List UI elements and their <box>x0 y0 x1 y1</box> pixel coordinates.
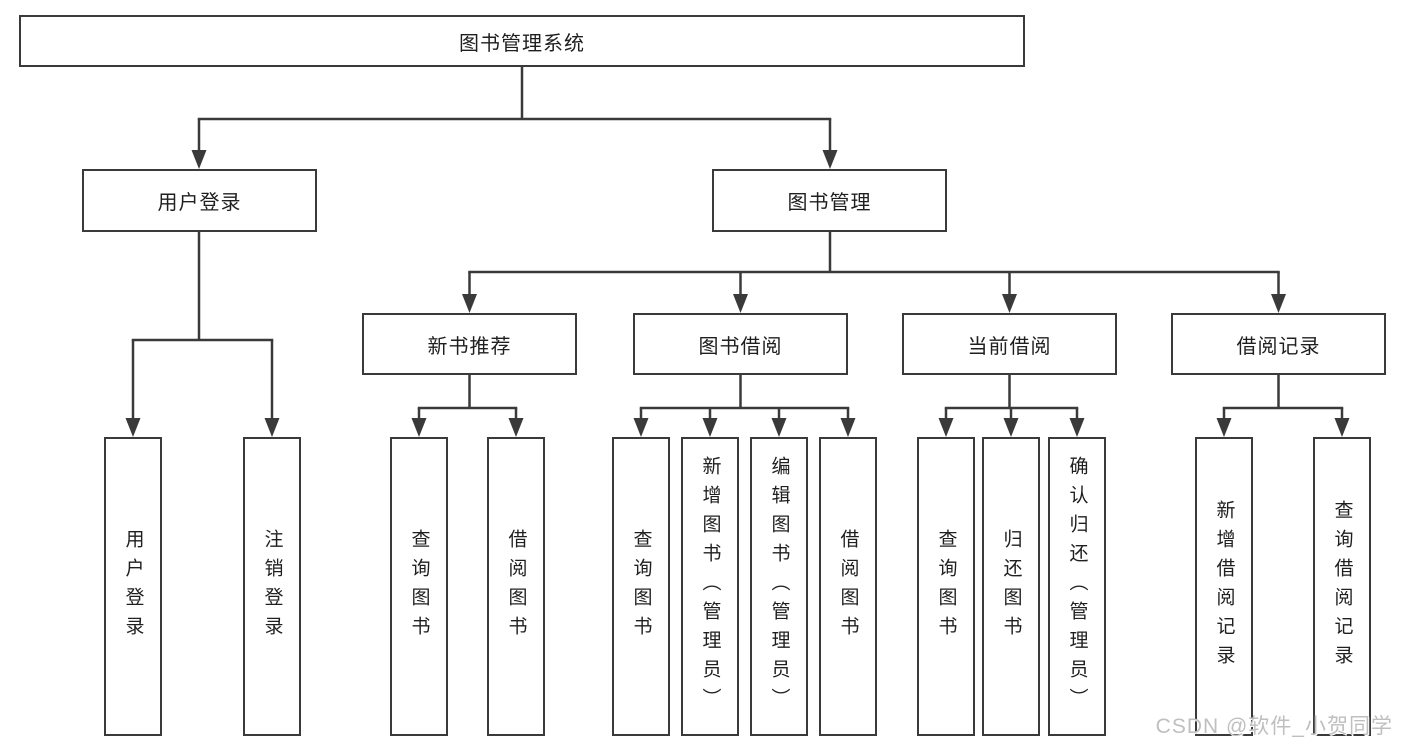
node-user-login: 用户登录 <box>82 169 317 232</box>
node-label: 新增图书（管理员） <box>699 456 721 717</box>
node-borrow-records: 借阅记录 <box>1171 313 1386 375</box>
node-label: 当前借阅 <box>967 335 1052 358</box>
leaf-query-books-borrowing: 查询图书 <box>612 437 670 736</box>
node-label: 用户登录 <box>157 192 242 214</box>
node-label: 确认归还（管理员） <box>1066 456 1088 717</box>
node-label: 借阅图书 <box>837 528 859 645</box>
leaf-logout: 注销登录 <box>243 437 301 736</box>
leaf-return-book: 归还图书 <box>982 437 1040 736</box>
leaf-confirm-return-admin: 确认归还（管理员） <box>1048 437 1106 736</box>
node-label: 图书管理系统 <box>459 32 585 55</box>
node-label: 注销登录 <box>261 528 283 645</box>
node-label: 新增借阅记录 <box>1213 499 1235 674</box>
leaf-query-borrow-record: 查询借阅记录 <box>1313 437 1371 736</box>
leaf-borrow-books-borrowing: 借阅图书 <box>819 437 877 736</box>
leaf-borrow-books-recommend: 借阅图书 <box>487 437 545 736</box>
node-label: 编辑图书（管理员） <box>768 456 790 717</box>
node-label: 查询图书 <box>935 528 957 645</box>
leaf-add-borrow-record: 新增借阅记录 <box>1195 437 1253 736</box>
node-library-management-system: 图书管理系统 <box>19 15 1025 67</box>
node-label: 查询图书 <box>408 528 430 645</box>
leaf-edit-book-admin: 编辑图书（管理员） <box>750 437 808 736</box>
node-label: 图书借阅 <box>698 335 783 358</box>
leaf-query-books-current: 查询图书 <box>917 437 975 736</box>
leaf-user-login: 用户登录 <box>104 437 162 736</box>
node-book-borrowing: 图书借阅 <box>633 313 848 375</box>
node-current-borrowing: 当前借阅 <box>902 313 1117 375</box>
node-label: 归还图书 <box>1000 528 1022 645</box>
node-new-book-recommend: 新书推荐 <box>362 313 577 375</box>
node-label: 查询图书 <box>630 528 652 645</box>
leaf-query-books-recommend: 查询图书 <box>390 437 448 736</box>
node-label: 新书推荐 <box>427 335 512 358</box>
node-label: 借阅记录 <box>1236 335 1321 358</box>
leaf-add-book-admin: 新增图书（管理员） <box>681 437 739 736</box>
node-book-management: 图书管理 <box>712 169 947 232</box>
node-label: 查询借阅记录 <box>1331 499 1353 674</box>
node-label: 借阅图书 <box>505 528 527 645</box>
watermark: CSDN @软件_小贺同学 <box>1155 715 1393 738</box>
node-label: 图书管理 <box>787 192 872 214</box>
node-label: 用户登录 <box>122 528 144 645</box>
